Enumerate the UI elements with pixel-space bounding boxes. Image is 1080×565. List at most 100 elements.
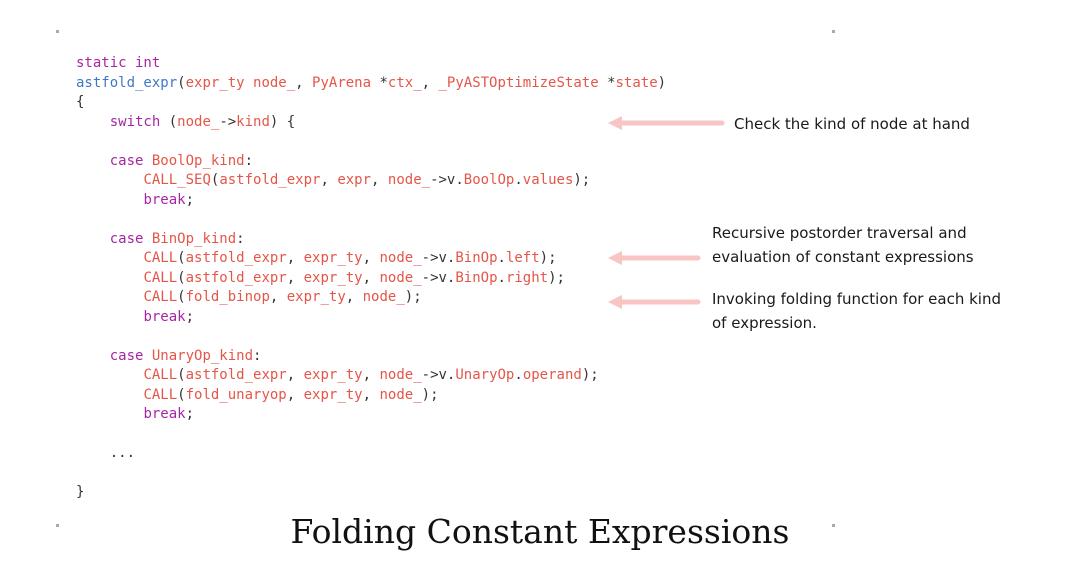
code-line: break;	[76, 191, 666, 211]
figure-caption: Folding Constant Expressions	[290, 512, 790, 551]
code-token: switch	[109, 113, 161, 130]
code-token: astfold_expr	[185, 269, 287, 286]
code-token: (	[177, 289, 186, 305]
code-token	[76, 348, 110, 364]
annotation-check-kind: Check the kind of node at hand	[734, 112, 970, 136]
code-token	[76, 172, 143, 188]
code-token: astfold_expr	[185, 250, 287, 266]
code-token: .	[497, 269, 506, 286]
code-line	[76, 132, 666, 152]
code-token: ->v.	[430, 172, 464, 188]
code-token: fold_binop	[185, 289, 270, 305]
code-token: ,	[421, 74, 439, 91]
code-token: ,	[362, 250, 380, 266]
code-line: CALL(fold_binop, expr_ty, node_);	[76, 288, 666, 308]
code-line: case BinOp_kind:	[76, 230, 666, 250]
code-token: ,	[269, 289, 287, 305]
code-token: static int	[76, 55, 161, 71]
code-token: operand	[522, 367, 582, 383]
code-token: ->v.	[421, 367, 456, 383]
code-token: .	[514, 367, 523, 383]
corner-mark-bottom-left	[56, 524, 59, 527]
corner-mark-top-left	[56, 30, 59, 33]
code-token: ,	[345, 289, 363, 305]
code-token: );	[581, 367, 599, 383]
code-token: BinOp_kind	[151, 230, 237, 247]
code-line: CALL(fold_unaryop, expr_ty, node_);	[76, 386, 666, 406]
code-token: (	[210, 172, 220, 188]
code-token: BoolOp	[463, 172, 515, 188]
code-token: ;	[185, 191, 195, 208]
code-token: (	[177, 386, 186, 403]
code-token	[76, 387, 143, 403]
code-line	[76, 327, 666, 347]
code-token: fold_unaryop	[185, 386, 287, 403]
code-token: ) {	[269, 113, 296, 130]
code-token	[143, 348, 151, 364]
code-token: UnaryOp	[455, 367, 515, 383]
code-token	[76, 231, 110, 247]
code-line: CALL_SEQ(astfold_expr, expr, node_->v.Bo…	[76, 171, 666, 191]
code-line: ...	[76, 444, 666, 464]
code-token	[143, 231, 151, 247]
code-token: _PyASTOptimizeState	[438, 74, 608, 91]
code-token	[76, 309, 143, 325]
code-token: ,	[286, 386, 304, 403]
code-token: values	[522, 172, 574, 188]
code-token: ;	[185, 308, 195, 325]
code-line	[76, 464, 666, 484]
code-token: ,	[286, 269, 304, 286]
code-line: CALL(astfold_expr, expr_ty, node_->v.Una…	[76, 366, 666, 386]
code-token: (	[160, 113, 178, 130]
annotation-recursive-line2: evaluation of constant expressions	[712, 248, 974, 266]
code-token: CALL	[143, 250, 178, 266]
code-line	[76, 425, 666, 445]
code-token: (	[177, 367, 186, 383]
code-token: :	[236, 230, 245, 247]
code-token	[76, 270, 143, 286]
code-token: node_	[387, 172, 431, 188]
code-line: case BoolOp_kind:	[76, 152, 666, 172]
code-line: astfold_expr(expr_ty node_, PyArena *ctx…	[76, 74, 666, 94]
code-token: CALL	[143, 367, 178, 383]
code-line: break;	[76, 405, 666, 425]
code-token: UnaryOp_kind	[151, 347, 254, 364]
code-token	[76, 114, 110, 130]
code-token: case	[109, 152, 144, 169]
code-token: ,	[286, 367, 304, 383]
code-token	[143, 153, 151, 169]
code-token: ...	[76, 445, 136, 461]
code-token: node_	[379, 250, 422, 266]
code-token: break	[143, 191, 186, 208]
code-token: expr	[337, 172, 372, 188]
code-token: CALL	[143, 386, 178, 403]
code-token: node_	[177, 113, 220, 130]
code-token: expr_ty	[303, 250, 363, 266]
code-token: case	[109, 230, 144, 247]
code-token: BinOp	[455, 250, 498, 266]
code-token: {	[76, 94, 85, 110]
code-token: expr_ty	[303, 386, 363, 403]
code-line	[76, 210, 666, 230]
code-token: );	[539, 250, 557, 266]
code-token: node_	[379, 269, 422, 286]
code-token: )	[657, 74, 667, 91]
code-token: node_	[362, 289, 405, 305]
code-line: }	[76, 483, 666, 503]
code-token: node_	[379, 386, 422, 403]
annotation-invoking-line1: Invoking folding function for each kind	[712, 290, 1002, 308]
code-line: break;	[76, 308, 666, 328]
code-line: CALL(astfold_expr, expr_ty, node_->v.Bin…	[76, 249, 666, 269]
code-token: :	[253, 347, 262, 364]
code-block: static int astfold_expr(expr_ty node_, Py…	[76, 54, 666, 503]
code-token: kind	[236, 113, 270, 130]
code-token: expr_ty	[303, 269, 363, 286]
code-token: ctx_	[387, 74, 422, 91]
code-token: ,	[295, 74, 313, 91]
code-token: BoolOp_kind	[151, 152, 245, 169]
code-token: );	[573, 172, 591, 188]
code-line: CALL(astfold_expr, expr_ty, node_->v.Bin…	[76, 269, 666, 289]
code-token	[76, 367, 143, 383]
code-token: case	[109, 347, 144, 364]
code-token: BinOp	[455, 269, 498, 286]
